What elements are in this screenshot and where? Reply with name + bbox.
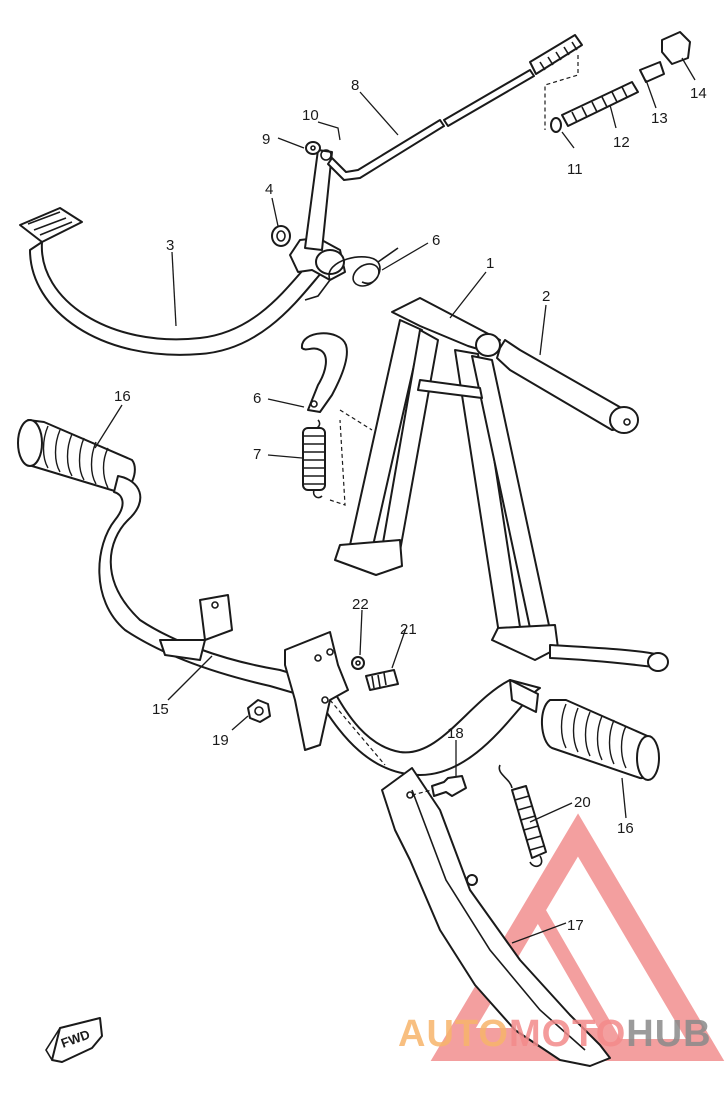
watermark-text-part-3: HUB (626, 1013, 711, 1055)
callout-4: 4 (265, 181, 273, 198)
callout-19: 19 (212, 732, 229, 749)
callout-labels: 1 2 3 4 6 6 7 8 9 10 11 12 13 14 15 16 1… (114, 77, 707, 934)
watermark-text-part-1: AUTO (398, 1013, 509, 1055)
spring-part-20 (498, 764, 547, 868)
footrest-bar-part-15 (98, 475, 541, 776)
watermark-text-part-2: MOTO (509, 1013, 626, 1055)
clip-part-4 (271, 225, 291, 247)
callout-2: 2 (542, 288, 550, 305)
pin-part-18 (411, 775, 467, 797)
side-stand-part-17 (329, 699, 611, 1067)
callout-6-upper: 6 (432, 232, 440, 249)
pivot-shaft-part-2 (475, 333, 639, 434)
callout-10: 10 (302, 107, 319, 124)
hook-bracket-part-6 (301, 332, 348, 413)
callout-14: 14 (690, 85, 707, 102)
callout-20: 20 (574, 794, 591, 811)
leader-lines (94, 57, 696, 944)
washer-part-22 (351, 656, 365, 670)
callout-16-right: 16 (617, 820, 634, 837)
callout-7: 7 (253, 446, 261, 463)
callout-16-left: 16 (114, 388, 131, 405)
callout-9: 9 (262, 131, 270, 148)
footrest-bracket-right (284, 631, 349, 751)
callout-15: 15 (152, 701, 169, 718)
callout-17: 17 (567, 917, 584, 934)
footrest-grip-right (541, 699, 660, 781)
bolt-part-21 (365, 669, 399, 691)
footrest-bracket-left (159, 594, 233, 661)
callout-8: 8 (351, 77, 359, 94)
spring-part-7 (302, 409, 373, 506)
watermark-text: AUTOMOTOHUB (398, 1013, 712, 1055)
brake-rod-part-8 (327, 34, 583, 181)
callout-13: 13 (651, 110, 668, 127)
forward-marker: FWD (45, 1017, 103, 1063)
callout-21: 21 (400, 621, 417, 638)
main-stand-part-1 (334, 297, 669, 672)
nut-part-19 (247, 699, 271, 723)
svg-text:AUTOMOTOHUB: AUTOMOTOHUB (398, 1013, 712, 1055)
callout-6-lower: 6 (253, 390, 261, 407)
callout-11: 11 (567, 161, 583, 178)
callout-18: 18 (447, 725, 464, 742)
adjuster-group (544, 31, 691, 133)
callout-1: 1 (486, 255, 494, 272)
callout-12: 12 (613, 134, 630, 151)
callout-3: 3 (166, 237, 174, 254)
washer-part-9 (305, 141, 321, 155)
callout-22: 22 (352, 596, 369, 613)
spring-part-6-upper (304, 247, 399, 301)
